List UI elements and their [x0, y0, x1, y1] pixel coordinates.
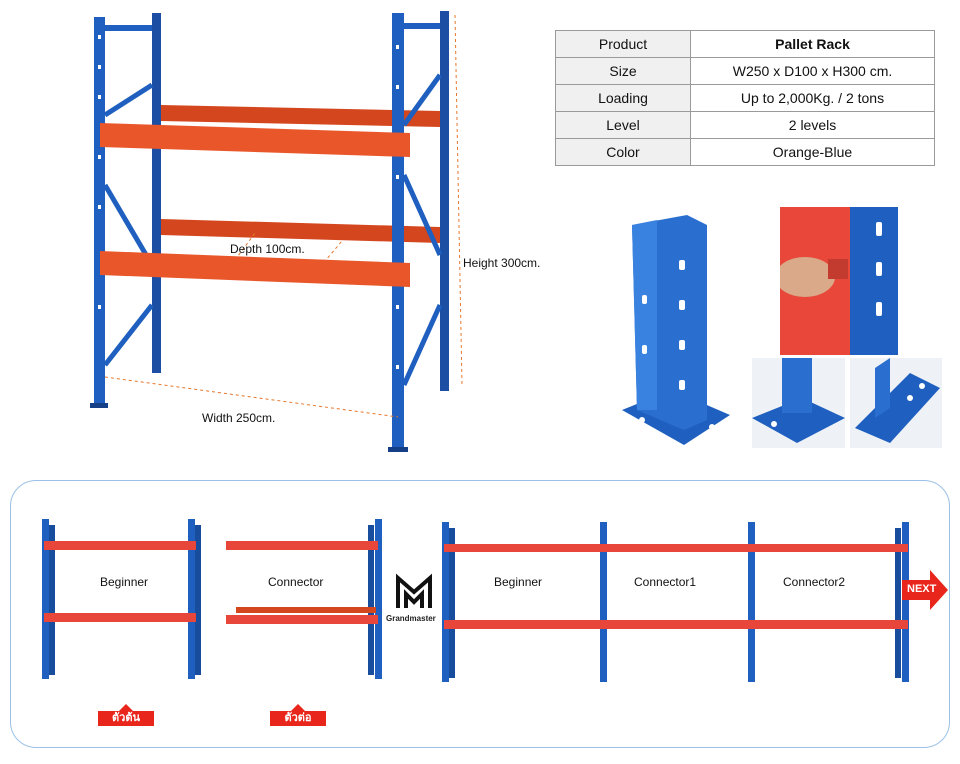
pallet-rack-illustration	[90, 11, 463, 452]
spec-key: Product	[555, 30, 691, 58]
beginner-rack-illustration	[42, 519, 201, 679]
spec-value: Up to 2,000Kg. / 2 tons	[690, 84, 935, 112]
spec-value: Pallet Rack	[690, 30, 935, 58]
grandmaster-logo-icon	[396, 573, 432, 608]
combo-connector2-label: Connector2	[783, 575, 846, 589]
base-plate-photo	[752, 358, 845, 448]
spec-key: Loading	[555, 84, 691, 112]
connector-tag: ตัวต่อ	[270, 704, 326, 726]
combo-connector1-label: Connector1	[634, 575, 697, 589]
single-connector-label: Connector	[268, 575, 324, 589]
next-button[interactable]: NEXT	[902, 570, 948, 610]
depth-label: Depth 100cm.	[230, 242, 305, 256]
single-beginner-label: Beginner	[100, 575, 149, 589]
spec-key: Level	[555, 111, 691, 139]
spec-value: Orange-Blue	[690, 138, 935, 166]
connector-rack-illustration	[226, 519, 382, 679]
spec-key: Color	[555, 138, 691, 166]
beam-lock-photo	[780, 207, 898, 355]
height-label: Height 300cm.	[463, 256, 541, 270]
connector-detail-photo	[850, 358, 942, 448]
combined-rack-illustration	[442, 522, 909, 682]
beginner-tag: ตัวต้น	[98, 704, 154, 726]
combo-beginner-label: Beginner	[494, 575, 543, 589]
spec-value: 2 levels	[690, 111, 935, 139]
spec-value: W250 x D100 x H300 cm.	[690, 57, 935, 85]
upright-closeup-photo	[622, 215, 730, 445]
spec-key: Size	[555, 57, 691, 85]
next-label: NEXT	[907, 583, 937, 595]
brand-name: Grandmaster	[386, 614, 436, 623]
width-label: Width 250cm.	[202, 411, 276, 425]
arrow-right-icon	[902, 570, 948, 610]
